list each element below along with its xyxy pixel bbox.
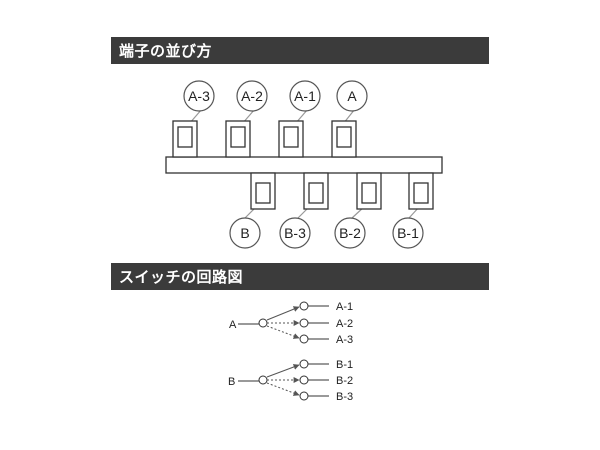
bottom-label-circles: B B-3 B-2 B-1	[229, 217, 424, 249]
label-text-b2: B-2	[339, 225, 361, 241]
terminal-a	[331, 120, 357, 158]
label-text-b3: B-3	[284, 225, 306, 241]
bottom-terminals	[250, 172, 434, 210]
terminal-b2	[356, 172, 382, 210]
label-text-b: B	[240, 225, 249, 241]
label-text-b1: B-1	[397, 225, 419, 241]
label-circle-a3: A-3	[183, 80, 215, 112]
label-circle-a1: A-1	[289, 80, 321, 112]
top-terminals	[172, 120, 357, 158]
terminal-a1	[278, 120, 304, 158]
terminal-a2	[225, 120, 251, 158]
section-header-switch-circuit: スイッチの回路図	[111, 263, 489, 290]
label-circle-b3: B-3	[279, 217, 311, 249]
terminal-base-bar	[165, 156, 443, 174]
terminal-b3	[303, 172, 329, 210]
label-circle-b2: B-2	[334, 217, 366, 249]
label-text-a: A	[347, 88, 357, 104]
label-text-a2: A-2	[241, 88, 263, 104]
terminal-a3	[172, 120, 198, 158]
terminal-b1	[408, 172, 434, 210]
label-text-a1: A-1	[294, 88, 316, 104]
label-circle-b: B	[229, 217, 261, 249]
label-circle-b1: B-1	[392, 217, 424, 249]
section-title-switch-circuit: スイッチの回路図	[119, 268, 244, 286]
label-circle-a: A	[336, 80, 368, 112]
label-text-a3: A-3	[188, 88, 210, 104]
top-label-circles: A-3 A-2 A-1 A	[183, 80, 368, 112]
label-circle-a2: A-2	[236, 80, 268, 112]
terminal-b	[250, 172, 276, 210]
section-header-terminal-layout: 端子の並び方	[111, 37, 489, 64]
section-title-terminal-layout: 端子の並び方	[119, 42, 213, 60]
